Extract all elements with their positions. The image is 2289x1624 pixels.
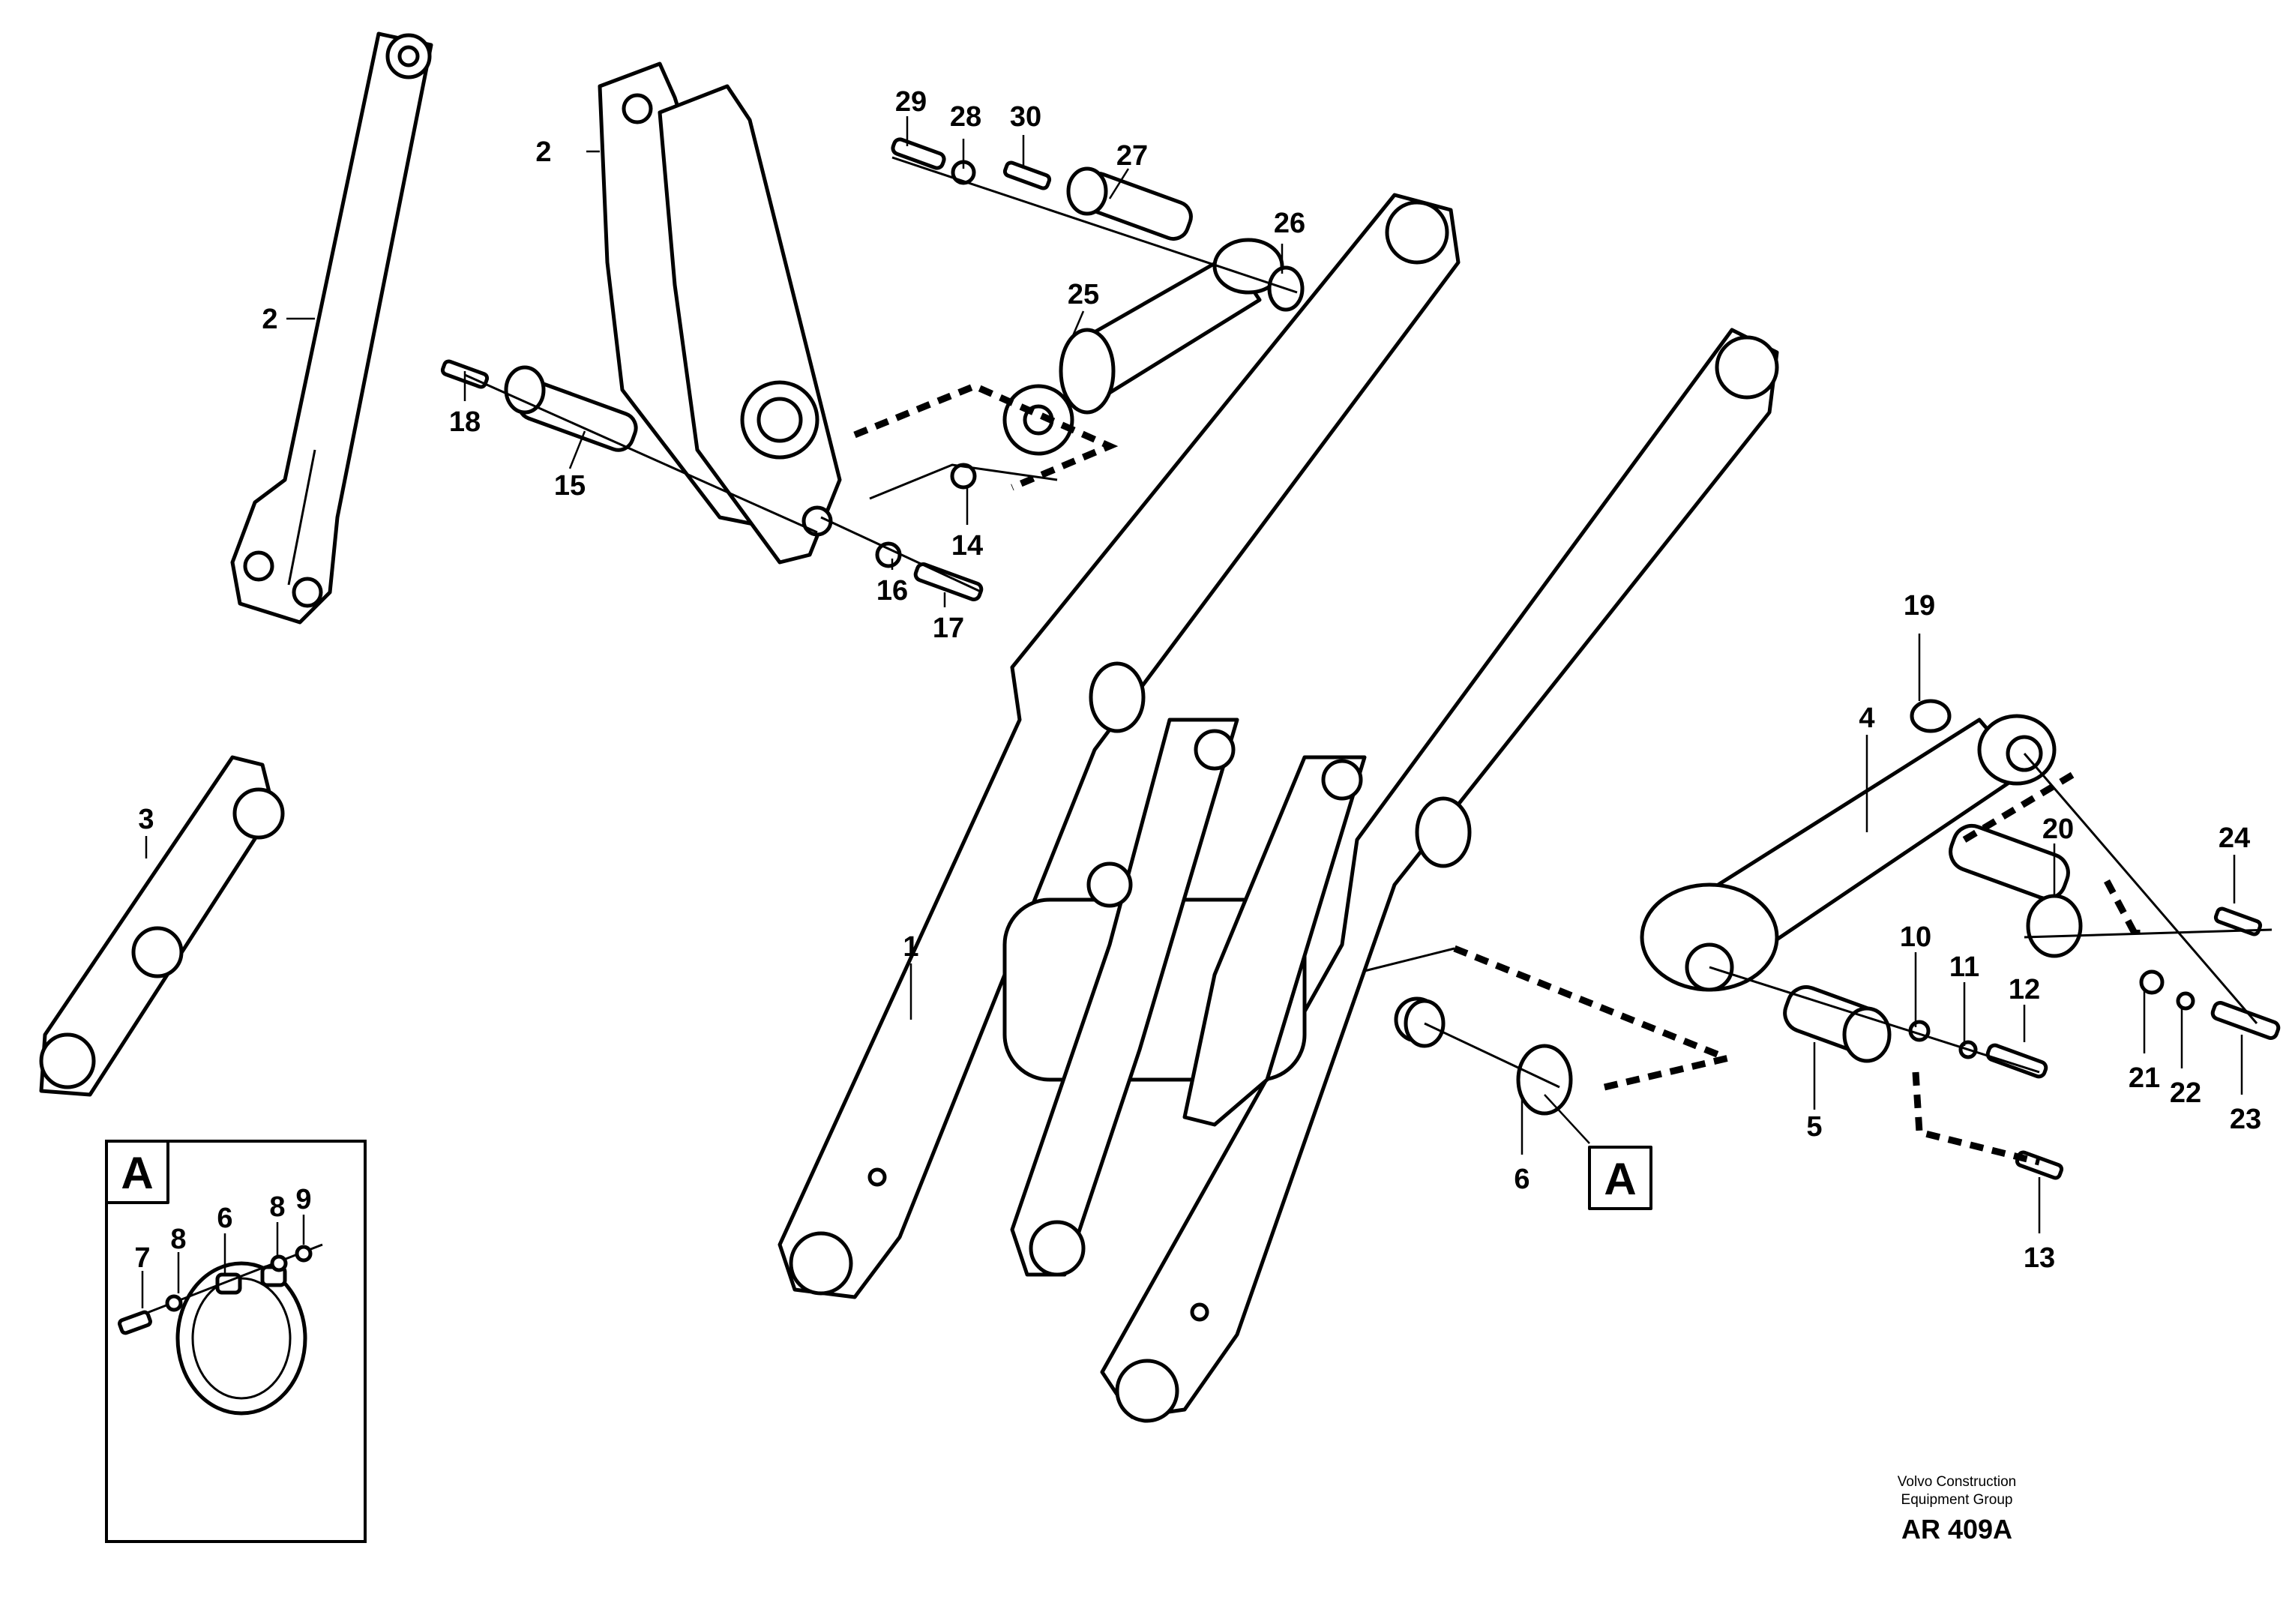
- callout-10: 10: [1900, 921, 1931, 953]
- drawing-code: AR 409A: [1901, 1514, 2013, 1545]
- credit-line-1: Volvo Construction: [1897, 1474, 2017, 1490]
- callout-labels: 1 2 2 3 4 5 6 6 7 8 8 9 10 11 12 13 14 1…: [121, 86, 2261, 1274]
- callout-23: 23: [2230, 1104, 2261, 1135]
- callout-2-bracket: 2: [535, 136, 551, 168]
- reference-box-a: [1588, 1146, 1652, 1210]
- pin-part-15: [504, 365, 638, 452]
- callout-9: 9: [295, 1184, 311, 1215]
- callout-20: 20: [2042, 813, 2074, 845]
- callout-4: 4: [1859, 703, 1874, 734]
- reference-label-a: A: [1604, 1154, 1636, 1204]
- callout-3: 3: [138, 804, 154, 835]
- callout-21: 21: [2129, 1062, 2160, 1094]
- bracket-plates-part-2: [598, 61, 842, 565]
- cylinder-part-25: [1002, 238, 1284, 456]
- callout-15: 15: [554, 470, 586, 502]
- callout-24: 24: [2219, 822, 2250, 854]
- callout-13: 13: [2024, 1242, 2055, 1274]
- detail-view-a: [105, 1140, 367, 1543]
- callout-25: 25: [1068, 279, 1099, 310]
- callout-6: 6: [1514, 1164, 1529, 1195]
- callout-14: 14: [951, 530, 983, 562]
- callout-28: 28: [950, 101, 981, 133]
- callout-11: 11: [1949, 951, 1979, 983]
- lift-arm-part-1: [777, 193, 1779, 1423]
- callout-16: 16: [876, 575, 908, 607]
- dashed-guides: [853, 382, 2141, 1166]
- publisher-credit: Volvo Construction Equipment Group AR 40…: [1859, 1473, 2054, 1545]
- callout-2-link: 2: [262, 304, 277, 335]
- callout-1: 1: [903, 931, 918, 963]
- cylinder-part-4: [1640, 714, 2057, 992]
- callout-12: 12: [2009, 974, 2040, 1005]
- credit-line-2: Equipment Group: [1901, 1492, 2013, 1508]
- callout-8-right: 8: [269, 1191, 285, 1223]
- callout-6-detail: 6: [217, 1203, 232, 1234]
- callout-26: 26: [1274, 208, 1305, 239]
- callout-leaders: [145, 116, 2243, 1233]
- callout-18: 18: [449, 406, 481, 438]
- callout-29: 29: [895, 86, 927, 118]
- callout-17: 17: [933, 613, 964, 644]
- callout-22: 22: [2170, 1077, 2201, 1109]
- washers-and-bolts: [440, 137, 2281, 1180]
- callout-5: 5: [1806, 1111, 1822, 1143]
- assembly-lines: [464, 156, 2273, 1089]
- callout-27: 27: [1116, 140, 1148, 172]
- detail-label-a: A: [121, 1148, 153, 1198]
- link-rod-part-2: [230, 31, 433, 625]
- callout-8-left: 8: [170, 1224, 186, 1255]
- callout-7: 7: [134, 1242, 150, 1274]
- callout-30: 30: [1010, 101, 1041, 133]
- callout-19: 19: [1904, 590, 1935, 622]
- link-part-3: [39, 755, 285, 1097]
- pin-part-27: [1066, 166, 1193, 241]
